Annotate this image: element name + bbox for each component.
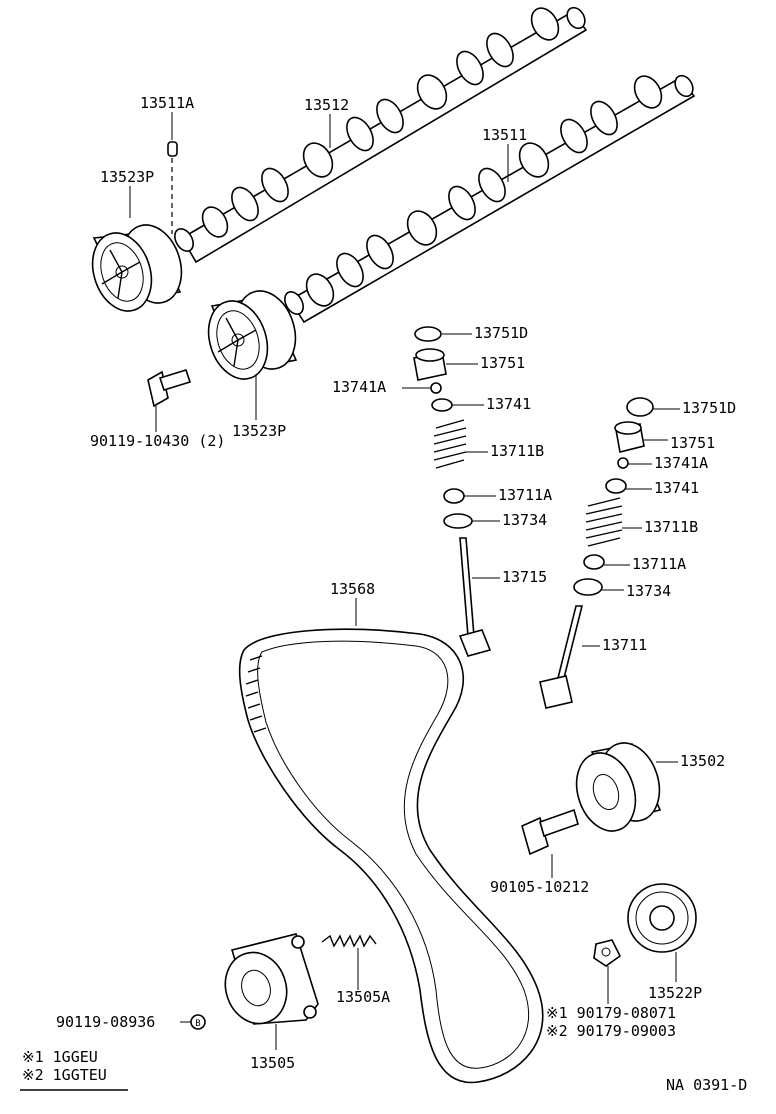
pin-13511A: [167, 141, 178, 157]
camshaft-13511: [284, 74, 696, 324]
cam-pulley-13523P-bottom: [207, 290, 298, 380]
camshaft-13512: [174, 6, 588, 264]
label-13741A-right: 13741A: [654, 454, 708, 472]
valve-stack-right: [539, 397, 654, 709]
idler-13502: [575, 742, 662, 832]
label-13568: 13568: [330, 580, 375, 598]
label-13751-left: 13751: [480, 354, 525, 372]
camshaft-13512-lobes: [201, 6, 586, 238]
label-90119-10430: 90119-10430 (2): [90, 432, 225, 450]
label-13523P-bottom: 13523P: [232, 422, 286, 440]
label-13741A-left: 13741A: [332, 378, 386, 396]
label-13715: 13715: [502, 568, 547, 586]
bolt-90105-10212: [521, 808, 579, 856]
timing-belt-13568: [238, 628, 544, 1084]
label-13512: 13512: [304, 96, 349, 114]
diagram-code: NA 0391-D: [666, 1076, 747, 1094]
legend-note-1: ※1 1GGEU: [22, 1048, 98, 1066]
label-13711A-right: 13711A: [632, 555, 686, 573]
legend-note-2: ※2 1GGTEU: [22, 1066, 107, 1084]
nut-90179: [593, 939, 622, 967]
label-90179-09003: ※2 90179-09003: [546, 1022, 676, 1040]
label-13511A: 13511A: [140, 94, 194, 112]
label-13711A-left: 13711A: [498, 486, 552, 504]
label-13734-right: 13734: [626, 582, 671, 600]
label-90119-08936: 90119-08936: [56, 1013, 155, 1031]
label-13751D-right: 13751D: [682, 399, 736, 417]
cam-pulley-13523P-top: [91, 224, 183, 312]
label-13751-right: 13751: [670, 434, 715, 452]
camshaft-13511-lobes: [305, 74, 694, 307]
tensioner-13505: [224, 933, 319, 1025]
spring-13505A: [321, 934, 377, 948]
label-90179-08071: ※1 90179-08071: [546, 1004, 676, 1022]
leader-lines: [129, 112, 680, 1050]
label-13751D-left: 13751D: [474, 324, 528, 342]
b-marker: B: [195, 1019, 200, 1029]
label-13711B-right: 13711B: [644, 518, 698, 536]
label-13505A: 13505A: [336, 988, 390, 1006]
label-13741-left: 13741: [486, 395, 531, 413]
bolt-90119-10430: [147, 369, 192, 408]
b-marker-circle: [190, 1014, 206, 1030]
label-13511: 13511: [482, 126, 527, 144]
label-13734-left: 13734: [502, 511, 547, 529]
label-13522P: 13522P: [648, 984, 702, 1002]
label-13523P-top: 13523P: [100, 168, 154, 186]
label-90105-10212: 90105-10212: [490, 878, 589, 896]
label-13711: 13711: [602, 636, 647, 654]
label-13741-right: 13741: [654, 479, 699, 497]
valve-stack-left: [413, 326, 492, 657]
crank-pulley-13522P: [627, 883, 697, 953]
label-13502: 13502: [680, 752, 725, 770]
label-13505: 13505: [250, 1054, 295, 1072]
label-13711B-left: 13711B: [490, 442, 544, 460]
